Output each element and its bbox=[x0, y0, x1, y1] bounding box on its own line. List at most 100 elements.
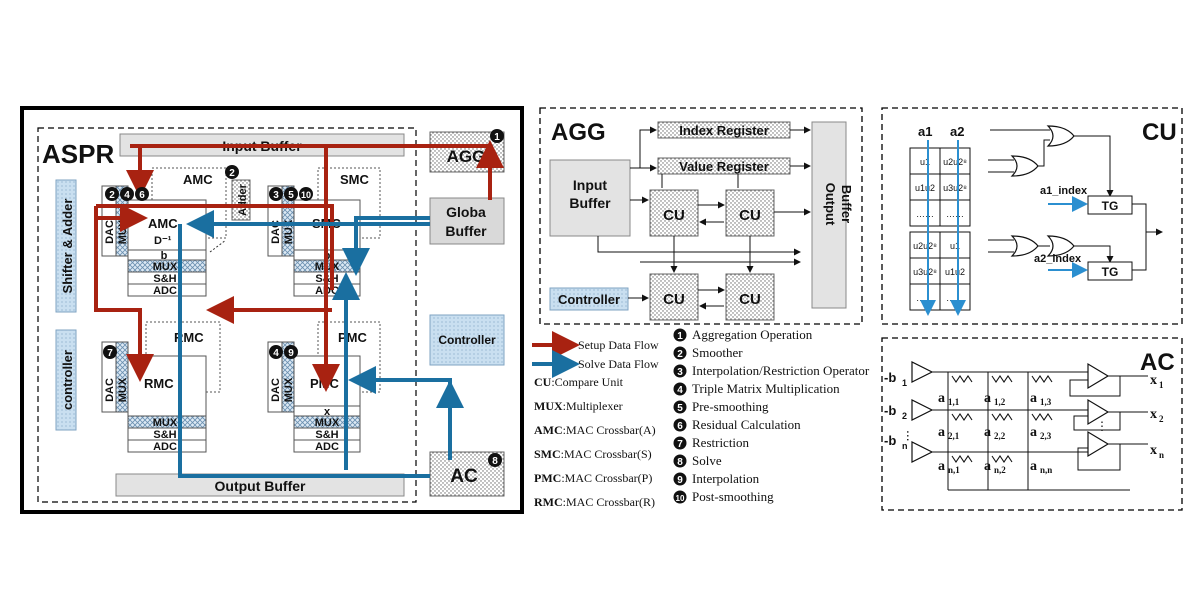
svg-text:4: 4 bbox=[273, 348, 279, 359]
cu-cell bbox=[909, 231, 941, 259]
controller-bar bbox=[55, 329, 77, 431]
step-number: 4 bbox=[677, 385, 683, 396]
step-number: 10 bbox=[676, 494, 685, 503]
svg-text:n,2: n,2 bbox=[994, 465, 1006, 475]
global-buffer-box bbox=[429, 197, 505, 245]
svg-text:-b: -b bbox=[884, 433, 896, 448]
svg-text:1,1: 1,1 bbox=[948, 397, 960, 407]
svg-text:x: x bbox=[1150, 407, 1157, 422]
svg-text:2,2: 2,2 bbox=[994, 431, 1006, 441]
cu-cell-value: …… bbox=[946, 293, 964, 303]
step-text: Interpolation/Restriction Operator bbox=[692, 363, 870, 378]
svg-text:2: 2 bbox=[902, 411, 907, 421]
tg-1 bbox=[1087, 195, 1133, 215]
step-number: 8 bbox=[677, 457, 683, 468]
svg-text:9: 9 bbox=[288, 348, 294, 359]
adder-label: Adder bbox=[237, 183, 249, 216]
step-text: Interpolation bbox=[692, 471, 760, 486]
setup-flow bbox=[94, 140, 504, 392]
rmc-main-label: RMC bbox=[144, 376, 174, 391]
svg-text:TG: TG bbox=[1102, 265, 1119, 279]
svg-text:MUX: MUX bbox=[117, 219, 129, 244]
svg-text:a: a bbox=[984, 425, 991, 440]
svg-text:10: 10 bbox=[301, 190, 311, 200]
cu-cell-value: …… bbox=[916, 209, 934, 219]
abbrev-item: SMC:MAC Crossbar(S) bbox=[534, 447, 652, 461]
step-number: 3 bbox=[677, 367, 683, 378]
svg-text:MUX: MUX bbox=[315, 417, 340, 429]
svg-text:1: 1 bbox=[494, 132, 500, 143]
svg-text:6: 6 bbox=[139, 190, 145, 201]
global-buffer-label-1: Globa bbox=[446, 204, 486, 220]
controller-box bbox=[429, 314, 505, 366]
cu-cell-value: u2u2⁸ bbox=[913, 241, 937, 251]
cu-a1: a1 bbox=[918, 124, 932, 139]
svg-text:S&H: S&H bbox=[153, 429, 176, 441]
svg-text:S&H: S&H bbox=[153, 273, 176, 285]
svg-text:MUX: MUX bbox=[153, 261, 178, 273]
adder-box bbox=[231, 179, 251, 221]
svg-text:a: a bbox=[938, 391, 945, 406]
svg-text:Input: Input bbox=[573, 177, 608, 193]
step-badge bbox=[673, 400, 687, 414]
svg-text:x: x bbox=[324, 406, 331, 418]
svg-text:CU: CU bbox=[739, 291, 761, 308]
opamp-2 bbox=[1087, 398, 1110, 426]
aspr-title: ASPR bbox=[42, 139, 114, 169]
step-number: 6 bbox=[677, 421, 683, 432]
svg-text:a: a bbox=[984, 391, 991, 406]
step-text: Smoother bbox=[692, 345, 743, 360]
amc-label: AMC bbox=[183, 172, 213, 187]
agg-panel: AGG Index Register Value Register Input … bbox=[539, 107, 863, 325]
svg-text:MUX: MUX bbox=[283, 377, 295, 402]
svg-text:CU: CU bbox=[739, 207, 761, 224]
cu-3 bbox=[649, 273, 699, 321]
svg-text:Buffer: Buffer bbox=[569, 195, 611, 211]
controller-box-label: Controller bbox=[438, 333, 496, 347]
legend-solve: Solve Data Flow bbox=[578, 357, 659, 371]
cu-cell bbox=[939, 231, 971, 259]
cu-cell-value: …… bbox=[946, 209, 964, 219]
legend: Setup Data Flow Solve Data Flow CU:Compa… bbox=[532, 327, 870, 509]
svg-text:D⁻¹: D⁻¹ bbox=[154, 235, 172, 247]
svg-text:n: n bbox=[902, 441, 908, 451]
agg-input-buffer bbox=[549, 159, 631, 237]
step-badge bbox=[673, 418, 687, 432]
svg-text:ADC: ADC bbox=[153, 441, 177, 453]
output-buffer-label: Output Buffer bbox=[215, 478, 307, 494]
svg-text:...: ... bbox=[904, 430, 920, 442]
cu-2 bbox=[725, 189, 775, 237]
svg-text:7: 7 bbox=[107, 348, 113, 359]
global-buffer-label-2: Buffer bbox=[445, 223, 487, 239]
cu-cell-value: u3u2⁸ bbox=[913, 267, 937, 277]
svg-text:ADC: ADC bbox=[153, 285, 177, 297]
cu-cell-value: u1u2 bbox=[915, 183, 935, 193]
cu-cell-value: u2u2⁸ bbox=[943, 157, 967, 167]
svg-text:2,1: 2,1 bbox=[948, 431, 960, 441]
step-badge bbox=[673, 490, 687, 504]
svg-text:5: 5 bbox=[288, 190, 294, 201]
step-number: 5 bbox=[677, 403, 683, 414]
cu-cell bbox=[939, 173, 971, 201]
abbrev-item: MUX:Multiplexer bbox=[534, 399, 623, 413]
svg-text:CU: CU bbox=[663, 207, 685, 224]
svg-text:DAC: DAC bbox=[270, 220, 282, 244]
svg-text:2: 2 bbox=[1159, 414, 1164, 424]
svg-text:a: a bbox=[1030, 459, 1037, 474]
step-number: 2 bbox=[677, 349, 683, 360]
svg-text:1,3: 1,3 bbox=[1040, 397, 1052, 407]
svg-text:a: a bbox=[1030, 391, 1037, 406]
step-number: 9 bbox=[677, 475, 683, 486]
solve-flow bbox=[178, 210, 464, 478]
legend-setup: Setup Data Flow bbox=[578, 338, 659, 352]
svg-text:Buffer: Buffer bbox=[839, 185, 854, 223]
or-gate-3 bbox=[1010, 235, 1039, 257]
step-text: Post-smoothing bbox=[692, 489, 774, 504]
step-badge bbox=[673, 364, 687, 378]
cu-cell-value: u1 bbox=[950, 241, 960, 251]
svg-text:n: n bbox=[1159, 450, 1164, 460]
